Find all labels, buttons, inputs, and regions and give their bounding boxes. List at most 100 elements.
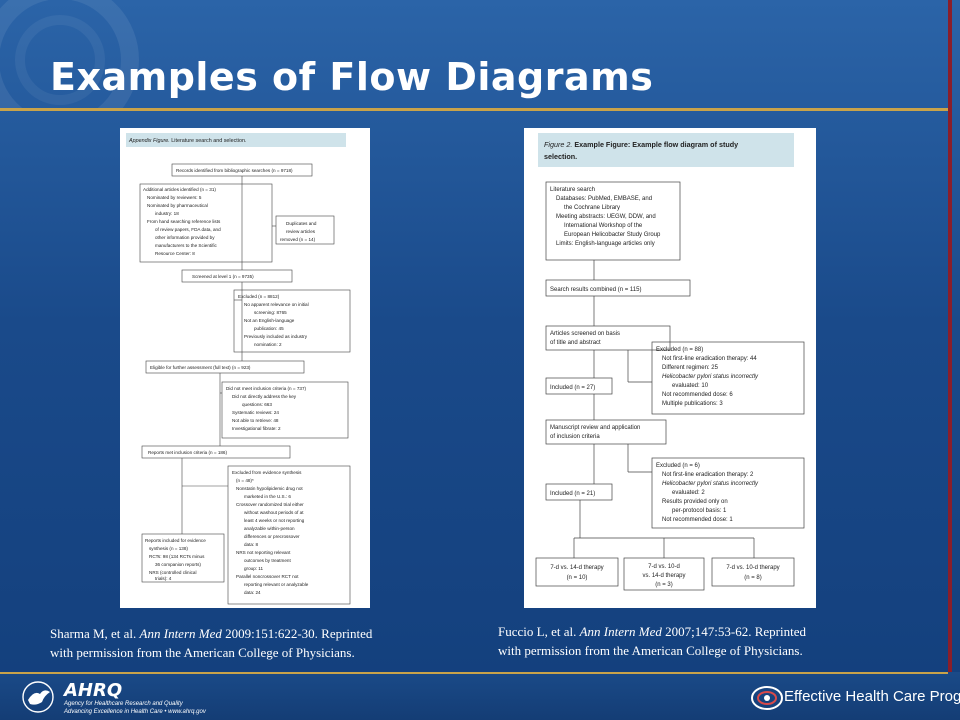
svg-text:Previously included as industr: Previously included as industry: [244, 334, 308, 339]
caption-left-permission: with permission from the American Colleg…: [50, 645, 355, 660]
figure-left-heading-text: Literature search and selection.: [171, 138, 246, 144]
title-divider: [0, 108, 948, 111]
svg-text:outcomes by treatment: outcomes by treatment: [244, 558, 291, 563]
svg-text:International Workshop of the: International Workshop of the: [564, 223, 643, 229]
svg-text:Not an English-language: Not an English-language: [244, 318, 295, 323]
svg-text:7-d vs. 10-d therapy: 7-d vs. 10-d therapy: [726, 565, 779, 571]
svg-text:Appendix Figure. Literature se: Appendix Figure. Literature search and s…: [128, 138, 246, 144]
svg-text:Nominated by pharmaceutical: Nominated by pharmaceutical: [147, 203, 208, 208]
figure-left-heading-label: Appendix Figure.: [128, 138, 170, 144]
box-included-21: Included (n = 21): [550, 491, 595, 497]
box-arm-7-10-14: 7-d vs. 10-d vs. 14-d therapy (n = 3): [642, 564, 685, 588]
svg-text:No apparent relevance on initi: No apparent relevance on initial: [244, 302, 309, 307]
svg-text:Meeting abstracts: UEGW, DDW,: Meeting abstracts: UEGW, DDW, and: [556, 214, 656, 220]
svg-text:(n = 48)*: (n = 48)*: [236, 478, 254, 483]
figure-left: Appendix Figure. Literature search and s…: [120, 128, 370, 608]
box-reports-met: Reports met inclusion criteria (n = 186): [148, 450, 227, 455]
svg-text:analyzable within-person: analyzable within-person: [244, 526, 295, 531]
svg-text:of title and abstract: of title and abstract: [550, 340, 601, 346]
svg-text:data: 24: data: 24: [244, 590, 261, 595]
svg-text:review articles: review articles: [286, 229, 316, 234]
box-records: Records identified from bibliographic se…: [176, 168, 293, 173]
figure-right: Figure 2. Example Figure: Example flow d…: [524, 128, 816, 608]
hhs-eagle-icon: [22, 681, 54, 713]
svg-text:nomination: 2: nomination: 2: [254, 342, 282, 347]
box-manuscript-review: Manuscript review and application of inc…: [550, 425, 640, 440]
footer-divider: [0, 672, 948, 674]
caption-left: Sharma M, et al. Ann Intern Med 2009:151…: [50, 624, 470, 662]
svg-text:Results provided only on: Results provided only on: [662, 499, 728, 505]
svg-text:7-d vs. 14-d therapy: 7-d vs. 14-d therapy: [550, 565, 603, 571]
svg-text:Not recommended dose: 1: Not recommended dose: 1: [662, 517, 733, 523]
svg-text:differences or precrossover: differences or precrossover: [244, 534, 300, 539]
svg-text:Nonstatin hypolipidemic drug n: Nonstatin hypolipidemic drug not: [236, 486, 303, 491]
ehc-program-icon: [751, 686, 783, 710]
svg-text:Limits: English-language artic: Limits: English-language articles only: [556, 241, 655, 247]
svg-text:of inclusion criteria: of inclusion criteria: [550, 434, 600, 440]
svg-text:Helicobacter pylori status inc: Helicobacter pylori status incorrectly: [662, 374, 759, 380]
svg-text:Additional articles identified: Additional articles identified (n = 31): [143, 187, 216, 192]
ahrq-subtitle-1: Agency for Healthcare Research and Quali…: [64, 701, 183, 707]
svg-text:Crossover randomized trial eit: Crossover randomized trial either: [236, 502, 304, 507]
svg-text:Figure 2. Example Figure: Exam: Figure 2. Example Figure: Example flow d…: [544, 140, 738, 149]
svg-text:NRS (controlled clinical: NRS (controlled clinical: [149, 570, 197, 575]
svg-text:without washout periods of at: without washout periods of at: [244, 510, 304, 515]
box-literature-search: Literature search Databases: PubMed, EMB…: [550, 187, 661, 247]
right-edge-stripe: [948, 0, 952, 720]
svg-text:Not able to retrieve: 48: Not able to retrieve: 48: [232, 418, 279, 423]
svg-text:(n = 10): (n = 10): [567, 575, 588, 581]
svg-text:Different regimen: 25: Different regimen: 25: [662, 365, 719, 371]
svg-text:From hand searching reference: From hand searching reference lists: [147, 219, 221, 224]
box-included-27: Included (n = 27): [550, 385, 595, 391]
caption-right: Fuccio L, et al. Ann Intern Med 2007;147…: [498, 622, 918, 660]
svg-text:evaluated: 2: evaluated: 2: [672, 490, 705, 496]
box-duplicates: Duplicates and review articles removed (…: [280, 221, 317, 242]
caption-left-journal: Ann Intern Med: [139, 626, 222, 641]
swirl-decoration: [0, 0, 139, 110]
box-additional: Additional articles identified (n = 31) …: [143, 187, 221, 256]
svg-text:Investigational fibrate: 2: Investigational fibrate: 2: [232, 426, 281, 431]
caption-right-citation: 2007;147:53-62. Reprinted: [665, 624, 806, 639]
svg-text:other information provided by: other information provided by: [155, 235, 215, 240]
svg-text:Not first-line eradication the: Not first-line eradication therapy: 44: [662, 356, 757, 362]
svg-text:manufacturers to the Scientifi: manufacturers to the Scientific: [155, 243, 217, 248]
svg-text:Articles screened on basis: Articles screened on basis: [550, 331, 620, 337]
svg-text:Systematic reviews: 24: Systematic reviews: 24: [232, 410, 279, 415]
box-excluded-synthesis: Excluded from evidence synthesis (n = 48…: [232, 470, 309, 595]
svg-text:Excluded (n = 6): Excluded (n = 6): [656, 463, 700, 469]
svg-text:Databases: PubMed, EMBASE, and: Databases: PubMed, EMBASE, and: [556, 196, 652, 202]
svg-text:NRS not reporting relevant: NRS not reporting relevant: [236, 550, 291, 555]
svg-text:synthesis (n = 138): synthesis (n = 138): [149, 546, 188, 551]
box-eligible: Eligible for further assessment (full te…: [150, 365, 251, 370]
figure-right-heading-text-2: selection.: [544, 152, 577, 161]
svg-text:evaluated: 10: evaluated: 10: [672, 383, 709, 389]
ehc-program-label: Effective Health Care Program: [784, 688, 960, 705]
ahrq-logo: AHRQ Agency for Healthcare Research and …: [64, 682, 206, 716]
svg-text:Manuscript review and applicat: Manuscript review and application: [550, 425, 640, 431]
svg-text:least 4 weeks or not reporting: least 4 weeks or not reporting: [244, 518, 305, 523]
svg-text:36 companion reports): 36 companion reports): [155, 562, 201, 567]
svg-text:Did not directly address the k: Did not directly address the key: [232, 394, 297, 399]
svg-text:Literature search: Literature search: [550, 187, 595, 193]
svg-text:industry: 18: industry: 18: [155, 211, 179, 216]
svg-text:Nominated by reviewers: 5: Nominated by reviewers: 5: [147, 195, 202, 200]
svg-text:Multiple publications: 3: Multiple publications: 3: [662, 401, 723, 407]
box-screened: Screened at level 1 (n = 9735): [192, 274, 254, 279]
svg-text:European Helicobacter Study Gr: European Helicobacter Study Group: [564, 232, 661, 238]
svg-text:vs. 14-d therapy: vs. 14-d therapy: [642, 573, 685, 579]
svg-text:group: 11: group: 11: [244, 566, 264, 571]
svg-text:data: 8: data: 8: [244, 542, 258, 547]
svg-text:removed (n = 14): removed (n = 14): [280, 237, 316, 242]
ahrq-logo-text: AHRQ: [64, 680, 123, 701]
svg-text:screening: 8765: screening: 8765: [254, 310, 287, 315]
caption-right-journal: Ann Intern Med: [579, 624, 662, 639]
svg-text:Excluded from evidence synthes: Excluded from evidence synthesis: [232, 470, 302, 475]
figure-right-heading-label: Figure 2.: [544, 140, 572, 149]
svg-text:marketed in the U.S.: 6: marketed in the U.S.: 6: [244, 494, 291, 499]
figure-right-heading-text-1: Example Figure: Example flow diagram of …: [574, 140, 738, 149]
svg-text:Did not meet inclusion criteri: Did not meet inclusion criteria (n = 737…: [226, 386, 307, 391]
figure-left-heading-bg: [126, 133, 346, 147]
caption-right-permission: with permission from the American Colleg…: [498, 643, 803, 658]
svg-text:trials): 4: trials): 4: [155, 576, 172, 581]
figure-right-heading-bg: [538, 133, 794, 167]
